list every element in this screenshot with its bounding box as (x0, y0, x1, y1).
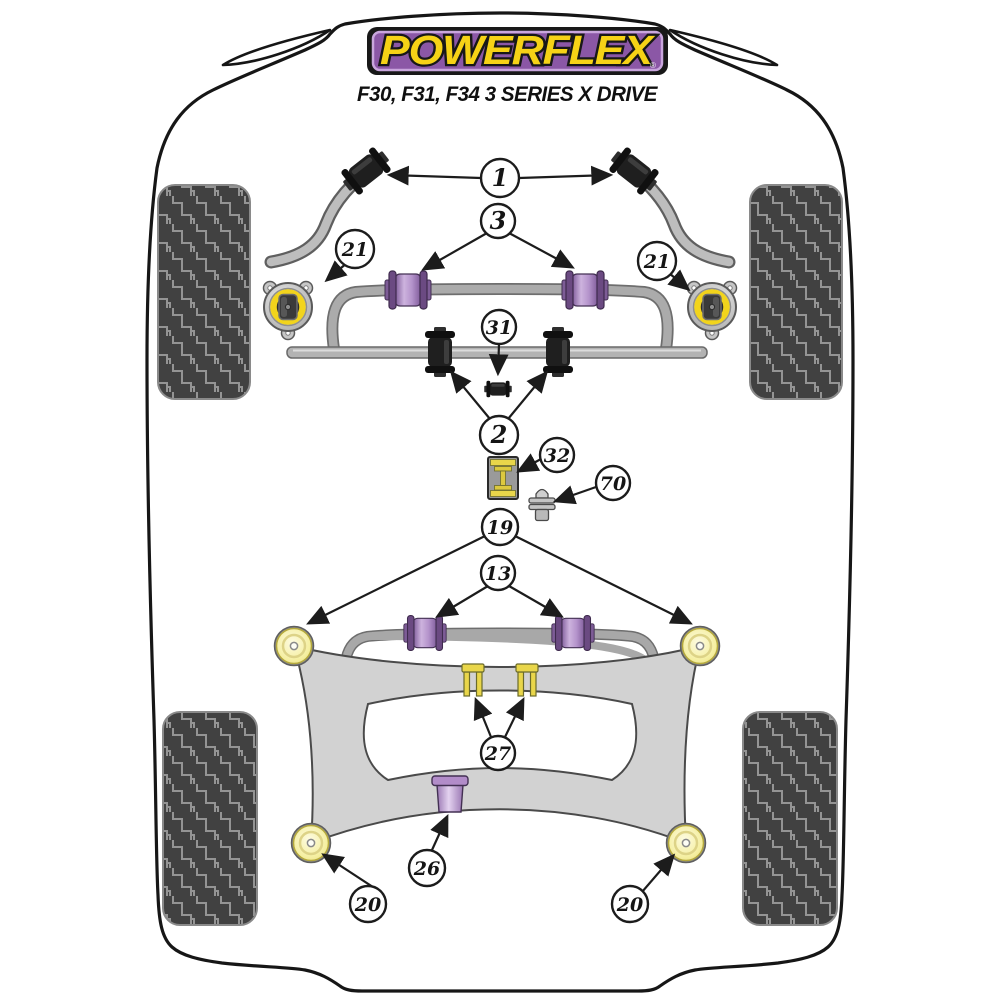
steering-track-bar (286, 346, 708, 359)
headlight-right-outline (668, 28, 779, 67)
tire-front-left (157, 184, 251, 400)
small-link-bush (484, 380, 512, 398)
model-subtitle: F30, F31, F34 3 SERIES X DRIVE (357, 83, 658, 106)
callout-70-label: 70 (600, 473, 626, 495)
callout-70: 70 (594, 464, 632, 502)
callout-13: 13 (479, 554, 517, 592)
front-anti-roll-bar (326, 283, 674, 355)
callout-13-label: 13 (485, 563, 511, 585)
callout-32-label: 32 (544, 445, 570, 467)
front-arb-bush-right (561, 270, 609, 310)
callout-20-left-label: 20 (354, 894, 381, 916)
subframe-mount-front-left (273, 625, 315, 667)
callout-20-right: 20 (610, 884, 650, 924)
callout-3-label: 3 (490, 206, 507, 235)
subframe-mount-front-right (679, 625, 721, 667)
front-suspension (264, 143, 737, 398)
track-bar-bush-right (543, 327, 573, 377)
front-arb-bush-left (384, 270, 432, 310)
callout-2: 2 (478, 414, 520, 456)
callout-2-label: 2 (490, 420, 508, 449)
callout-arrows (306, 165, 693, 893)
callouts: 1 3 21 21 31 2 32 70 (334, 157, 678, 924)
diff-mount-bush (431, 775, 469, 813)
tire-rear-right (742, 711, 838, 926)
track-bar-bush-left (425, 327, 455, 377)
callout-19-label: 19 (487, 517, 513, 539)
callout-20-right-label: 20 (616, 894, 643, 916)
callout-21-right: 21 (636, 240, 678, 282)
rear-arb-bush-left (403, 614, 447, 652)
rear-arb-bush-right (551, 614, 595, 652)
registered-mark: ® (650, 61, 656, 70)
powerflex-logo: POWERFLEX ® (367, 25, 668, 75)
jack-pad (528, 488, 556, 522)
headlight-left-outline (221, 28, 332, 67)
callout-27: 27 (479, 734, 517, 772)
callout-26: 26 (407, 848, 447, 888)
tire-front-right (749, 184, 843, 400)
rear-suspension (273, 614, 721, 864)
gearbox-mount-insert (487, 456, 519, 500)
tires (157, 184, 843, 926)
callout-1-label: 1 (492, 163, 509, 192)
callout-19: 19 (480, 507, 520, 547)
callout-26-label: 26 (413, 858, 440, 880)
brand-name: POWERFLEX (380, 27, 656, 73)
logo-inner-box (371, 30, 664, 72)
callout-31: 31 (480, 308, 518, 346)
callout-1: 1 (479, 157, 521, 199)
callout-20-left: 20 (348, 884, 388, 924)
callout-32: 32 (538, 436, 576, 474)
tire-rear-left (162, 711, 258, 926)
callout-21-left-label: 21 (341, 239, 368, 261)
callout-27-label: 27 (484, 743, 511, 765)
callout-3: 3 (479, 202, 517, 240)
callout-21-right-label: 21 (643, 251, 670, 273)
callout-21-left: 21 (334, 228, 376, 270)
callout-31-label: 31 (486, 317, 512, 339)
